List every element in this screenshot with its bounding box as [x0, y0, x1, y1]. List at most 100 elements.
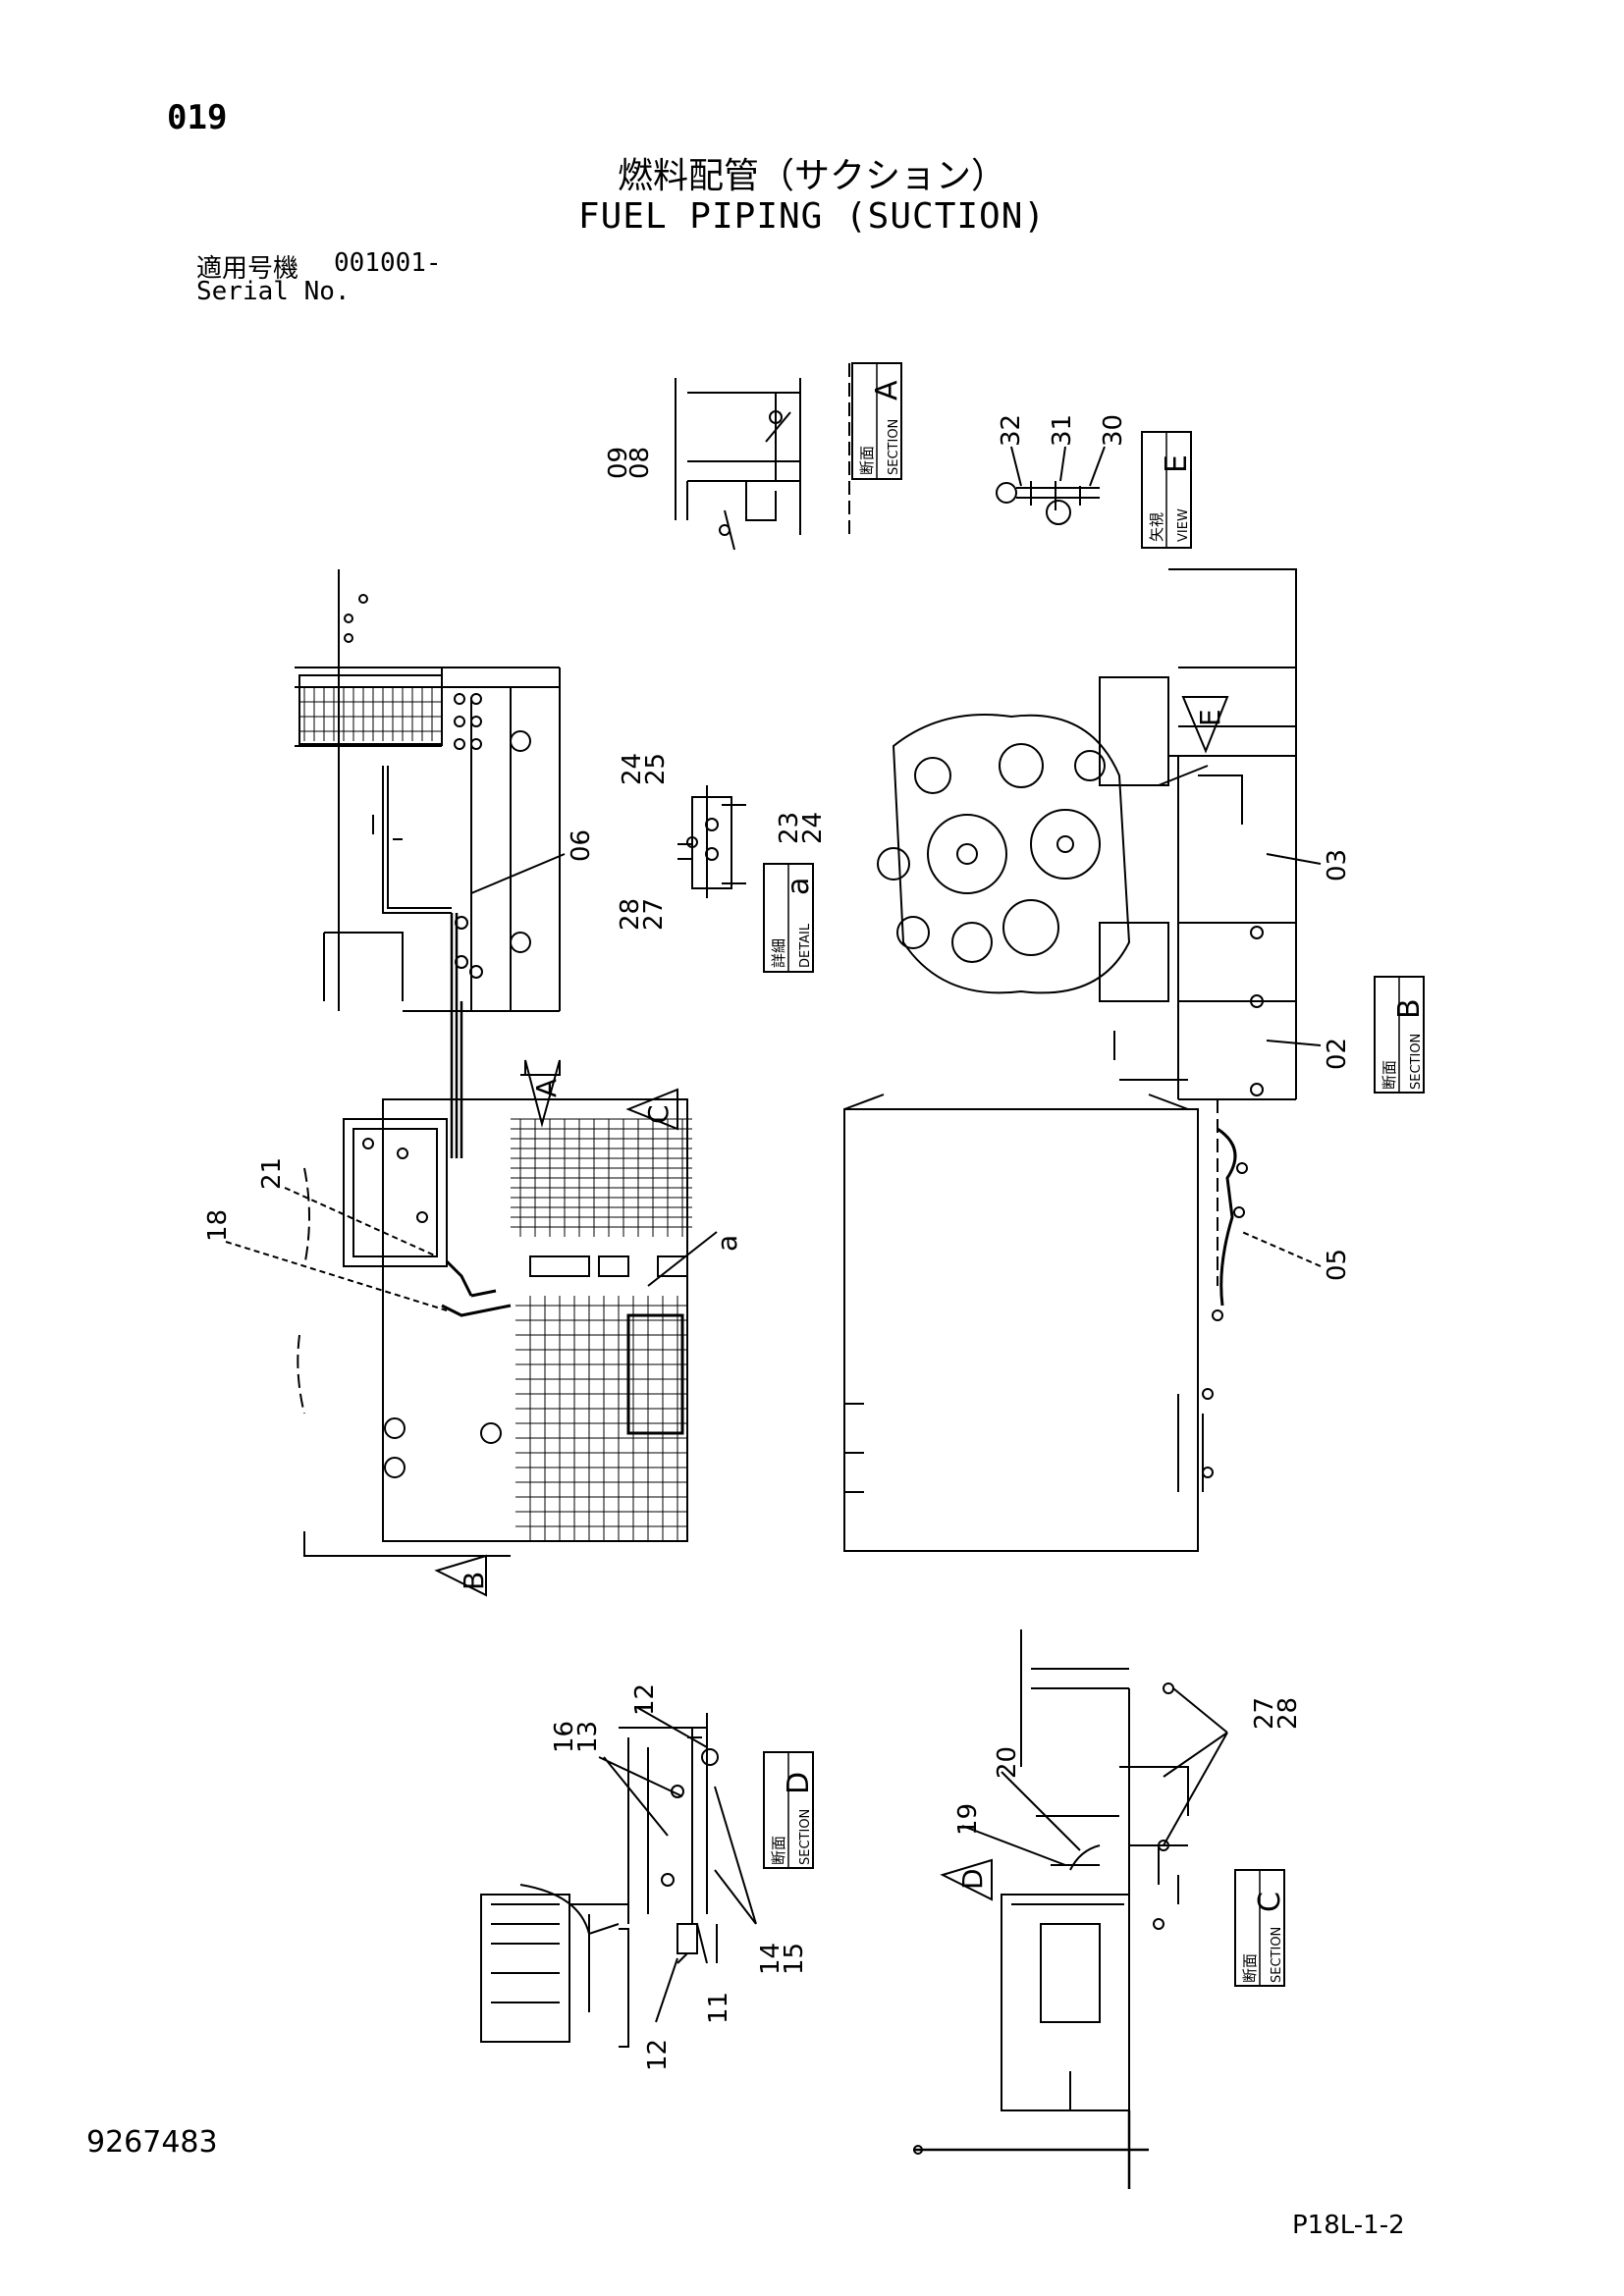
- callout-16-13: 16 13: [550, 1721, 603, 1753]
- svg-text:12: 12: [630, 1683, 660, 1716]
- svg-text:12: 12: [643, 2039, 673, 2071]
- svg-text:A: A: [530, 1079, 563, 1097]
- arrow-e-marker: E: [1181, 696, 1229, 754]
- svg-text:SECTION: SECTION: [1270, 1927, 1284, 1983]
- callout-03: 03: [1266, 849, 1352, 881]
- svg-text:16: 16: [550, 1721, 579, 1753]
- svg-text:SECTION: SECTION: [887, 419, 901, 475]
- page-number: 019: [167, 98, 228, 137]
- svg-text:14: 14: [756, 1943, 785, 1975]
- svg-text:VIEW: VIEW: [1176, 508, 1191, 542]
- section-c-view: [913, 1629, 1189, 2189]
- svg-text:E: E: [1160, 454, 1194, 473]
- callout-24-25: 24 25: [618, 753, 671, 785]
- svg-text:C: C: [642, 1104, 675, 1124]
- document-number: 9267483: [86, 2125, 218, 2160]
- detail-a-label: 詳細 DETAIL a: [763, 863, 816, 973]
- svg-text:断面: 断面: [770, 1836, 787, 1865]
- svg-text:24: 24: [618, 753, 647, 785]
- svg-text:A: A: [870, 380, 904, 400]
- title-japanese: 燃料配管（サクション）: [617, 156, 1006, 196]
- page-code: P18L-1-2: [1292, 2211, 1405, 2240]
- svg-text:B: B: [458, 1572, 490, 1590]
- arrow-d-marker: D: [940, 1858, 993, 1901]
- svg-text:23: 23: [775, 812, 804, 844]
- callout-14-leader: [714, 1786, 757, 1925]
- svg-text:20: 20: [993, 1746, 1022, 1779]
- lower-left-assembly: [297, 1098, 692, 1557]
- callout-12-top: 12: [630, 1683, 660, 1716]
- svg-text:E: E: [1194, 709, 1226, 726]
- svg-text:21: 21: [257, 1157, 287, 1190]
- upper-left-frame: [295, 569, 561, 1158]
- svg-text:19: 19: [953, 1803, 983, 1836]
- svg-text:06: 06: [567, 829, 596, 862]
- callout-31: 31: [1048, 414, 1077, 447]
- svg-text:25: 25: [641, 753, 671, 785]
- callout-32: 32: [997, 414, 1026, 447]
- section-c-label: 断面 SECTION C: [1234, 1869, 1287, 1987]
- svg-text:31: 31: [1048, 414, 1077, 447]
- svg-text:05: 05: [1323, 1249, 1352, 1281]
- svg-text:a: a: [782, 878, 816, 895]
- svg-text:02: 02: [1323, 1038, 1352, 1070]
- serial-value: 001001-: [334, 248, 442, 278]
- callout-19: 19: [953, 1803, 983, 1836]
- engine-assembly: [877, 568, 1297, 1100]
- title-english: FUEL PIPING (SUCTION): [577, 196, 1047, 237]
- callout-20: 20: [993, 1746, 1022, 1779]
- fuel-tank: [843, 1094, 1248, 1552]
- callout-20-leader: [1001, 1771, 1081, 1851]
- callout-27-leader: [1163, 1687, 1228, 1846]
- svg-text:09: 09: [604, 447, 633, 479]
- svg-text:断面: 断面: [1241, 1953, 1259, 1983]
- callout-06: 06: [470, 829, 596, 894]
- svg-text:28: 28: [1273, 1697, 1303, 1730]
- callout-28-27: 28 27: [616, 898, 669, 931]
- svg-text:18: 18: [203, 1209, 233, 1242]
- arrow-b-marker: B: [434, 1554, 490, 1597]
- section-d-view: [480, 1713, 719, 2048]
- svg-text:矢視: 矢視: [1148, 512, 1165, 542]
- detail-a-marker: a: [647, 1231, 743, 1287]
- svg-text:DETAIL: DETAIL: [798, 923, 813, 968]
- callout-11-leader: [696, 1923, 708, 1964]
- callout-27-28: 27 28: [1250, 1697, 1303, 1730]
- callout-12-bottom: 12: [643, 2039, 673, 2071]
- callout-14-15: 14 15: [756, 1943, 809, 1975]
- svg-text:08: 08: [625, 447, 655, 479]
- callout-23-24: 23 24: [775, 812, 828, 844]
- svg-text:D: D: [782, 1772, 816, 1794]
- callout-02: 02: [1266, 1038, 1352, 1070]
- svg-text:詳細: 詳細: [770, 938, 787, 968]
- callout-08-09: 09 08: [604, 447, 655, 479]
- callout-12-bottom-leader: [655, 1957, 678, 2023]
- svg-text:32: 32: [997, 414, 1026, 447]
- callout-13-leader: [598, 1756, 683, 1837]
- svg-text:27: 27: [639, 898, 669, 931]
- svg-text:24: 24: [798, 812, 828, 844]
- callout-21: 21: [257, 1157, 438, 1257]
- svg-text:11: 11: [704, 1992, 733, 2024]
- svg-text:13: 13: [573, 1721, 603, 1753]
- callout-05: 05: [1241, 1231, 1352, 1281]
- svg-text:30: 30: [1099, 414, 1128, 447]
- svg-text:SECTION: SECTION: [1409, 1034, 1424, 1090]
- serial-label-japanese: 適用号機: [196, 254, 299, 284]
- section-a-label: 断面 SECTION A: [851, 362, 904, 480]
- callout-18: 18: [203, 1209, 448, 1311]
- callout-30: 30: [1099, 414, 1128, 447]
- svg-text:断面: 断面: [1380, 1060, 1398, 1090]
- section-a-view: [675, 363, 850, 551]
- callout-12-top-leader: [637, 1707, 708, 1748]
- section-b-label: 断面 SECTION B: [1374, 976, 1427, 1094]
- svg-text:03: 03: [1323, 849, 1352, 881]
- callout-19-leader: [961, 1825, 1066, 1866]
- view-e-label: 矢視 VIEW E: [1141, 431, 1194, 549]
- svg-text:15: 15: [780, 1943, 809, 1975]
- callout-11: 11: [704, 1992, 733, 2024]
- section-d-label: 断面 SECTION D: [763, 1751, 816, 1869]
- svg-text:28: 28: [616, 898, 645, 931]
- svg-text:断面: 断面: [858, 446, 876, 475]
